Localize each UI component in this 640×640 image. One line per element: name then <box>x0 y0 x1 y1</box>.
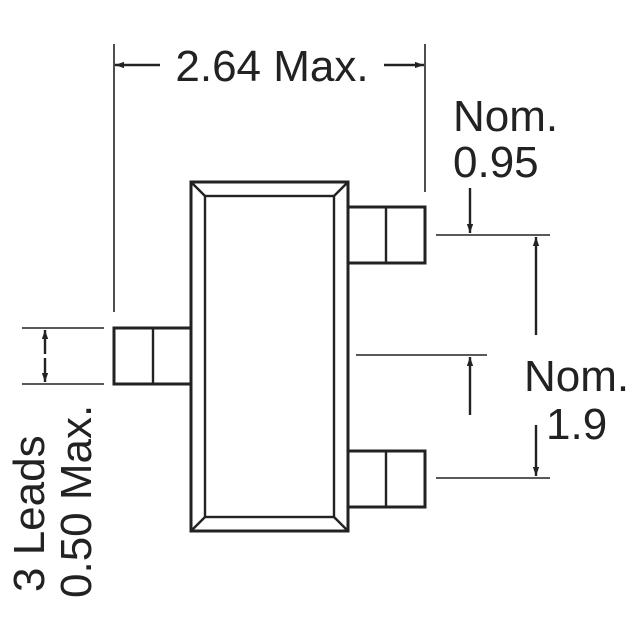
pitch-dimension: Nom. 0.95 <box>453 92 558 415</box>
lead-right-top <box>346 205 427 265</box>
overall-width-label: 2.64 Max. <box>175 42 368 91</box>
overall-width-dimension: 2.64 Max. <box>113 42 426 312</box>
pitch-value: 0.95 <box>453 138 539 187</box>
lead-left <box>112 326 193 386</box>
lead-width-dimension: 3 Leads 0.50 Max. <box>5 327 104 598</box>
leads-count-label: 3 Leads <box>5 435 54 592</box>
package-body <box>189 180 350 533</box>
span-label: Nom. <box>524 352 629 401</box>
span-value: 1.9 <box>546 400 607 449</box>
lead-width-label: 0.50 Max. <box>52 405 101 598</box>
span-dimension: Nom. 1.9 <box>356 234 629 479</box>
lead-right-bottom <box>346 449 427 509</box>
pitch-label: Nom. <box>453 92 558 141</box>
